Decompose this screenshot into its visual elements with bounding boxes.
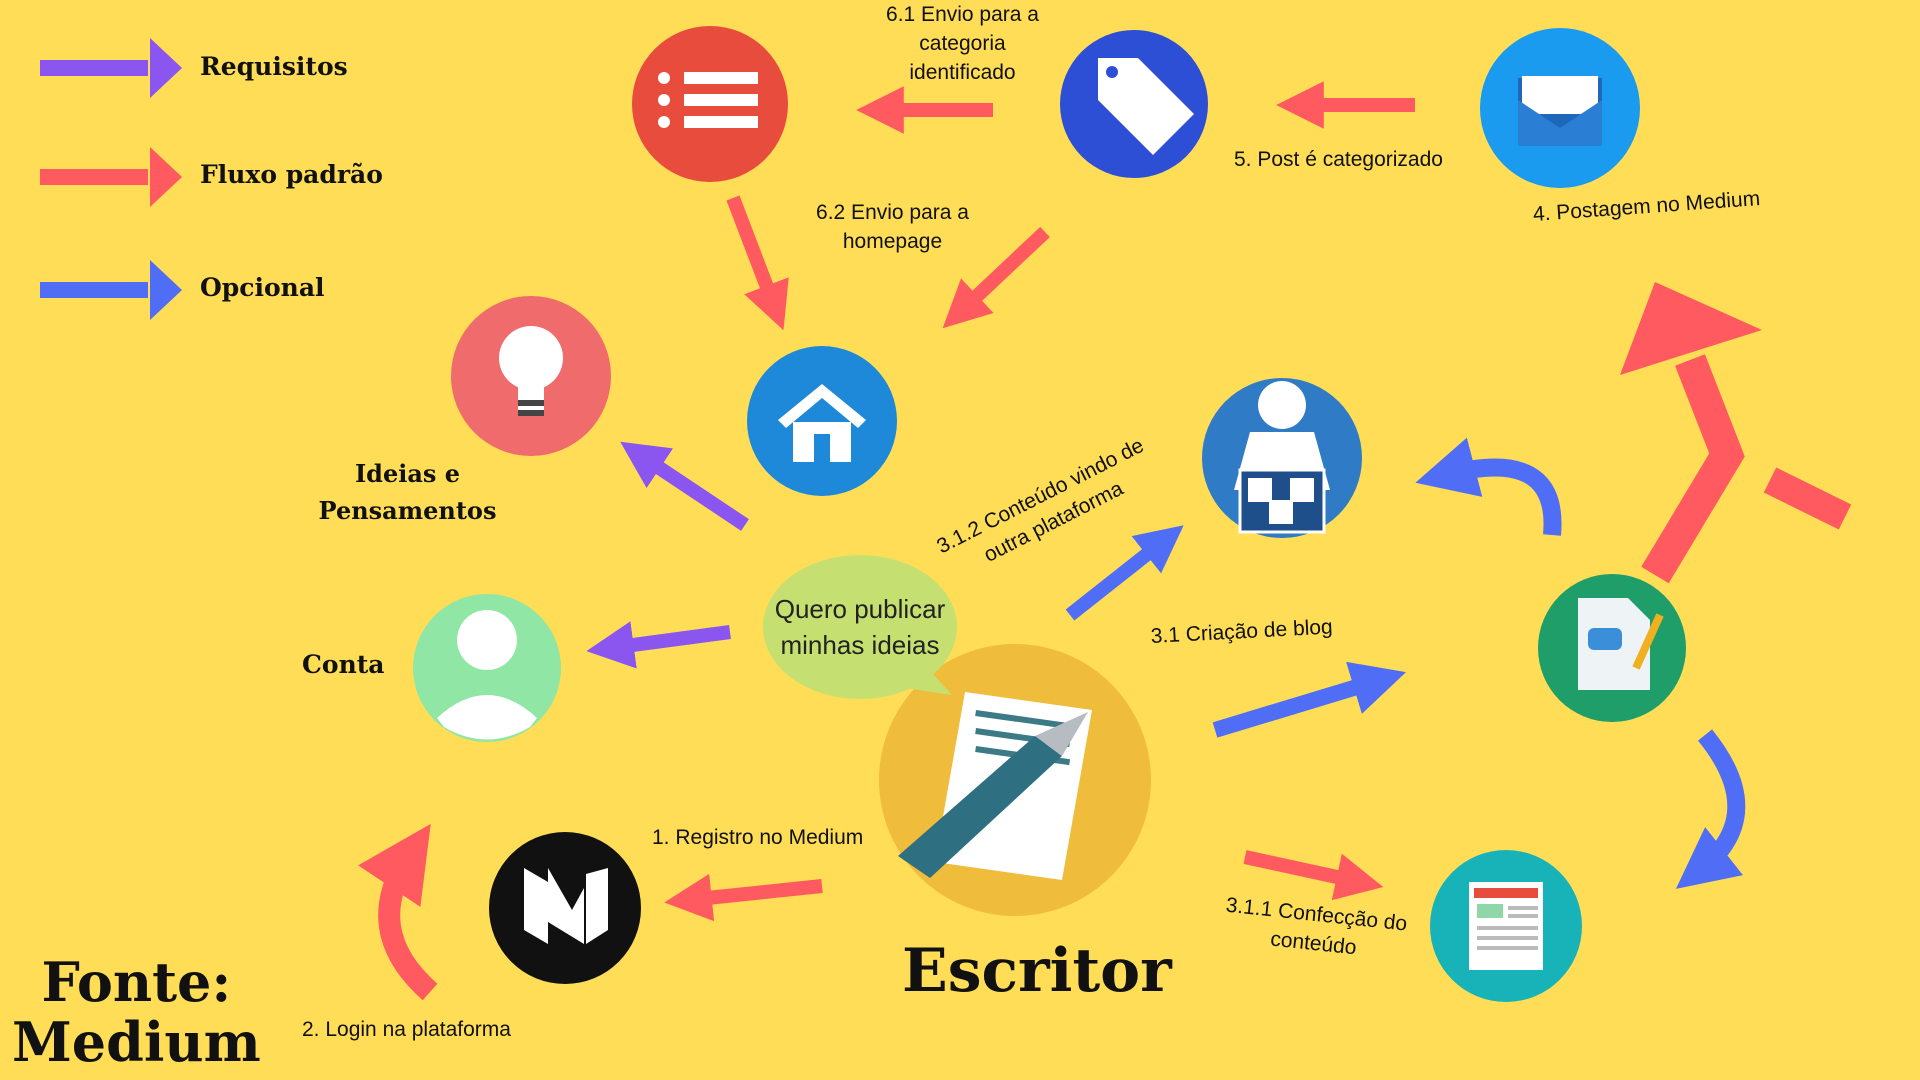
conta-label: Conta (302, 650, 385, 679)
arrow-to-conta (586, 621, 731, 669)
writer-title: Escritor (902, 936, 1172, 1006)
lightbulb-icon (451, 296, 611, 456)
medium-logo-icon (489, 832, 641, 984)
arrow-to-outra-plataforma (1065, 525, 1184, 621)
legend-label-requisitos: Requisitos (200, 52, 348, 81)
arrow-to-blog (1212, 661, 1407, 738)
arrow-tag-to-home (942, 226, 1050, 329)
list-icon (632, 26, 788, 182)
social-profile-icon (1202, 378, 1362, 538)
tag-icon (1060, 30, 1208, 178)
writer-icon (879, 644, 1151, 916)
bubble-text: Quero publicar minhas ideias (774, 594, 946, 660)
arrow-to-ideias (620, 441, 749, 531)
account-icon (413, 594, 561, 742)
step-label-6-1: 6.1 Envio para a categoria identificado (886, 3, 1039, 84)
home-icon (747, 346, 897, 496)
document-icon (1430, 850, 1582, 1002)
envelope-icon (1480, 28, 1640, 188)
step-label-2: 2. Login na plataforma (302, 1018, 511, 1041)
ideias-label: Ideias e Pensamentos (318, 459, 497, 525)
step-label-5: 5. Post é categorizado (1234, 148, 1443, 171)
arrow-list-to-home (726, 195, 789, 331)
arrow-login-curve (358, 823, 438, 1001)
source-label: Fonte: Medium (12, 950, 261, 1074)
arrow-to-postagem (1620, 282, 1852, 584)
legend-arrow-fluxo-padrao (40, 147, 182, 207)
step-label-1: 1. Registro no Medium (652, 826, 864, 849)
step-label-6-2: 6.2 Envio para a homepage (816, 201, 969, 253)
arrow-blog-to-social-curve (1415, 437, 1562, 536)
legend-arrow-opcional (40, 260, 182, 320)
blog-edit-icon (1538, 574, 1686, 722)
speech-bubble (763, 555, 957, 699)
legend-arrow-requisitos (40, 38, 182, 98)
legend-label-opcional: Opcional (200, 273, 325, 302)
arrow-to-confeccao (1243, 850, 1384, 901)
arrow-blog-to-confeccao-curve (1675, 729, 1746, 889)
arrow-escritor-to-medium (664, 873, 823, 922)
legend-label-fluxo-padrao: Fluxo padrão (200, 160, 383, 189)
